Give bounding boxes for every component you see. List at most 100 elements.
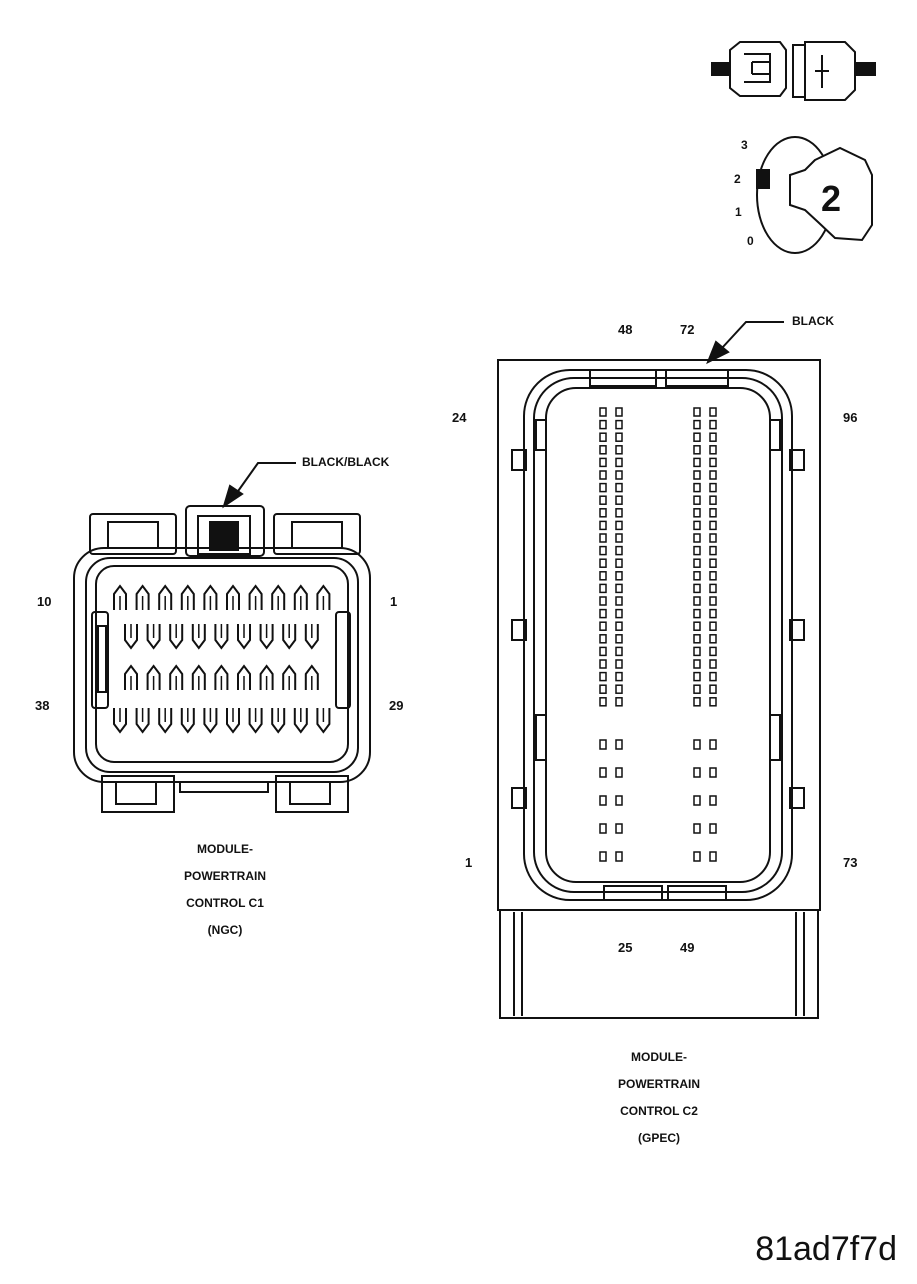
c2-terminal bbox=[709, 445, 717, 455]
c2-terminal bbox=[615, 739, 623, 750]
c2-pin-label-25: 25 bbox=[618, 940, 633, 955]
c2-terminal bbox=[709, 634, 717, 644]
c2-terminal bbox=[709, 457, 717, 468]
c2-terminal bbox=[615, 457, 623, 468]
c2-pin-label-96: 96 bbox=[843, 410, 858, 425]
c2-terminal bbox=[709, 596, 717, 606]
c2-terminal bbox=[615, 432, 623, 442]
c2-terminal bbox=[615, 596, 623, 606]
c2-terminal bbox=[709, 659, 717, 669]
c2-terminal bbox=[615, 851, 623, 862]
c2-terminal bbox=[599, 851, 607, 862]
c2-terminal bbox=[599, 596, 607, 606]
c2-terminal bbox=[599, 419, 607, 430]
c2-terminal bbox=[693, 795, 701, 806]
c2-terminal bbox=[615, 634, 623, 644]
c2-terminal bbox=[599, 445, 607, 455]
c2-terminal bbox=[709, 823, 717, 834]
c2-caption-line-3: CONTROL C2 bbox=[620, 1104, 698, 1118]
c2-terminal bbox=[599, 646, 607, 657]
c2-terminal bbox=[615, 419, 623, 430]
c2-terminal bbox=[599, 571, 607, 581]
c2-terminal bbox=[599, 739, 607, 750]
c2-terminal bbox=[709, 583, 717, 594]
c2-terminal bbox=[709, 545, 717, 556]
c2-terminal bbox=[693, 457, 701, 468]
c2-terminal bbox=[615, 545, 623, 556]
c2-terminal bbox=[599, 508, 607, 518]
c2-terminal bbox=[615, 445, 623, 455]
c2-terminal bbox=[693, 432, 701, 442]
c2-terminal bbox=[599, 697, 607, 707]
c2-wire-callout bbox=[706, 321, 784, 365]
c2-caption: MODULE- POWERTRAIN CONTROL C2 (GPEC) bbox=[574, 1044, 744, 1152]
c1-caption-line-3: CONTROL C1 bbox=[186, 896, 264, 910]
c1-caption-line-4: (NGC) bbox=[207, 923, 243, 937]
c2-terminal bbox=[615, 697, 623, 707]
c2-terminal bbox=[615, 508, 623, 518]
c1-wire-callout bbox=[222, 462, 296, 509]
c2-terminal bbox=[693, 419, 701, 430]
c2-caption-line-4: (GPEC) bbox=[638, 1131, 680, 1145]
c2-terminal bbox=[693, 470, 701, 480]
c1-caption-line-1: MODULE- bbox=[197, 842, 253, 856]
inline-connector-icon bbox=[711, 41, 876, 101]
c2-terminal bbox=[709, 508, 717, 518]
c1-wire-color-label: BLACK/BLACK bbox=[302, 455, 390, 469]
c2-terminal bbox=[693, 508, 701, 518]
c2-terminal bbox=[693, 407, 701, 417]
c1-caption-line-2: POWERTRAIN bbox=[184, 869, 266, 883]
c2-pin-label-1: 1 bbox=[465, 855, 473, 870]
c2-caption-line-2: POWERTRAIN bbox=[618, 1077, 700, 1091]
c2-terminal bbox=[709, 495, 717, 505]
c2-terminal bbox=[709, 407, 717, 417]
c2-terminal bbox=[693, 671, 701, 682]
key-position-2: 2 bbox=[734, 172, 741, 186]
c2-terminal bbox=[615, 646, 623, 657]
c2-terminal bbox=[693, 621, 701, 631]
c2-terminal bbox=[693, 520, 701, 531]
c2-terminal bbox=[615, 659, 623, 669]
c2-caption-line-1: MODULE- bbox=[631, 1050, 687, 1064]
c2-terminal bbox=[615, 520, 623, 531]
c2-terminal bbox=[709, 470, 717, 480]
c1-caption: MODULE- POWERTRAIN CONTROL C1 (NGC) bbox=[140, 836, 310, 944]
c2-terminal bbox=[693, 634, 701, 644]
c2-terminal bbox=[615, 608, 623, 619]
c2-terminal bbox=[709, 851, 717, 862]
c2-terminal bbox=[693, 596, 701, 606]
c2-terminal bbox=[709, 520, 717, 531]
c2-terminal bbox=[709, 621, 717, 631]
c2-terminal bbox=[693, 767, 701, 778]
key-position-3: 3 bbox=[741, 138, 748, 152]
c2-pin-label-73: 73 bbox=[843, 855, 858, 870]
c2-terminal bbox=[615, 571, 623, 581]
c2-terminal bbox=[709, 671, 717, 682]
c2-pin-label-48: 48 bbox=[618, 322, 633, 337]
key-position-0: 0 bbox=[747, 234, 754, 248]
c2-terminal bbox=[693, 684, 701, 694]
c2-terminal bbox=[709, 767, 717, 778]
connector-c2 bbox=[497, 359, 821, 1019]
c2-terminal bbox=[693, 558, 701, 568]
c1-pin-label-1: 1 bbox=[390, 594, 398, 609]
c2-wire-color-label: BLACK bbox=[792, 314, 834, 328]
c2-pin-label-49: 49 bbox=[680, 940, 695, 955]
c2-terminal bbox=[693, 659, 701, 669]
c2-terminal bbox=[599, 608, 607, 619]
c2-terminal bbox=[599, 470, 607, 480]
c1-pin-label-38: 38 bbox=[35, 698, 50, 713]
c2-terminal bbox=[709, 482, 717, 493]
c2-terminal bbox=[615, 558, 623, 568]
c2-terminal bbox=[693, 571, 701, 581]
c2-terminal bbox=[599, 495, 607, 505]
c2-terminal bbox=[599, 407, 607, 417]
c2-terminal bbox=[599, 558, 607, 568]
c2-terminal bbox=[693, 495, 701, 505]
c2-terminal bbox=[615, 823, 623, 834]
c2-terminal bbox=[709, 558, 717, 568]
c2-terminal bbox=[709, 533, 717, 543]
c2-terminal bbox=[615, 583, 623, 594]
c2-terminal bbox=[615, 482, 623, 493]
